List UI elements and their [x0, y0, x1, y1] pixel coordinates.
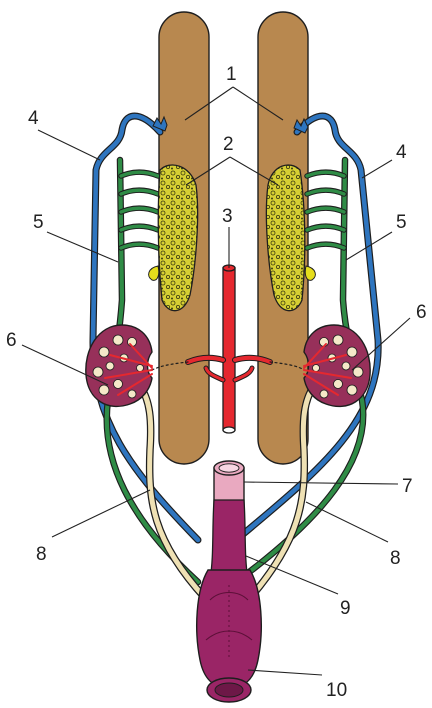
- label-8-right: 8: [390, 548, 401, 569]
- label-6-right: 6: [416, 302, 427, 323]
- label-6-left: 6: [6, 330, 17, 351]
- aorta: [223, 265, 235, 433]
- urogenital-sinus: [210, 500, 248, 580]
- label-4-right: 4: [396, 142, 407, 163]
- label-2: 2: [223, 134, 234, 155]
- label-5-right: 5: [396, 212, 407, 233]
- label-3: 3: [222, 206, 233, 227]
- label-7: 7: [402, 476, 413, 497]
- label-10: 10: [326, 680, 347, 701]
- label-9: 9: [340, 598, 351, 619]
- label-8-left: 8: [36, 544, 47, 565]
- cloaca: [197, 570, 262, 702]
- label-1: 1: [226, 64, 237, 85]
- label-4-left: 4: [28, 108, 39, 129]
- label-5-left: 5: [33, 212, 44, 233]
- follicular-body-left: [149, 165, 198, 311]
